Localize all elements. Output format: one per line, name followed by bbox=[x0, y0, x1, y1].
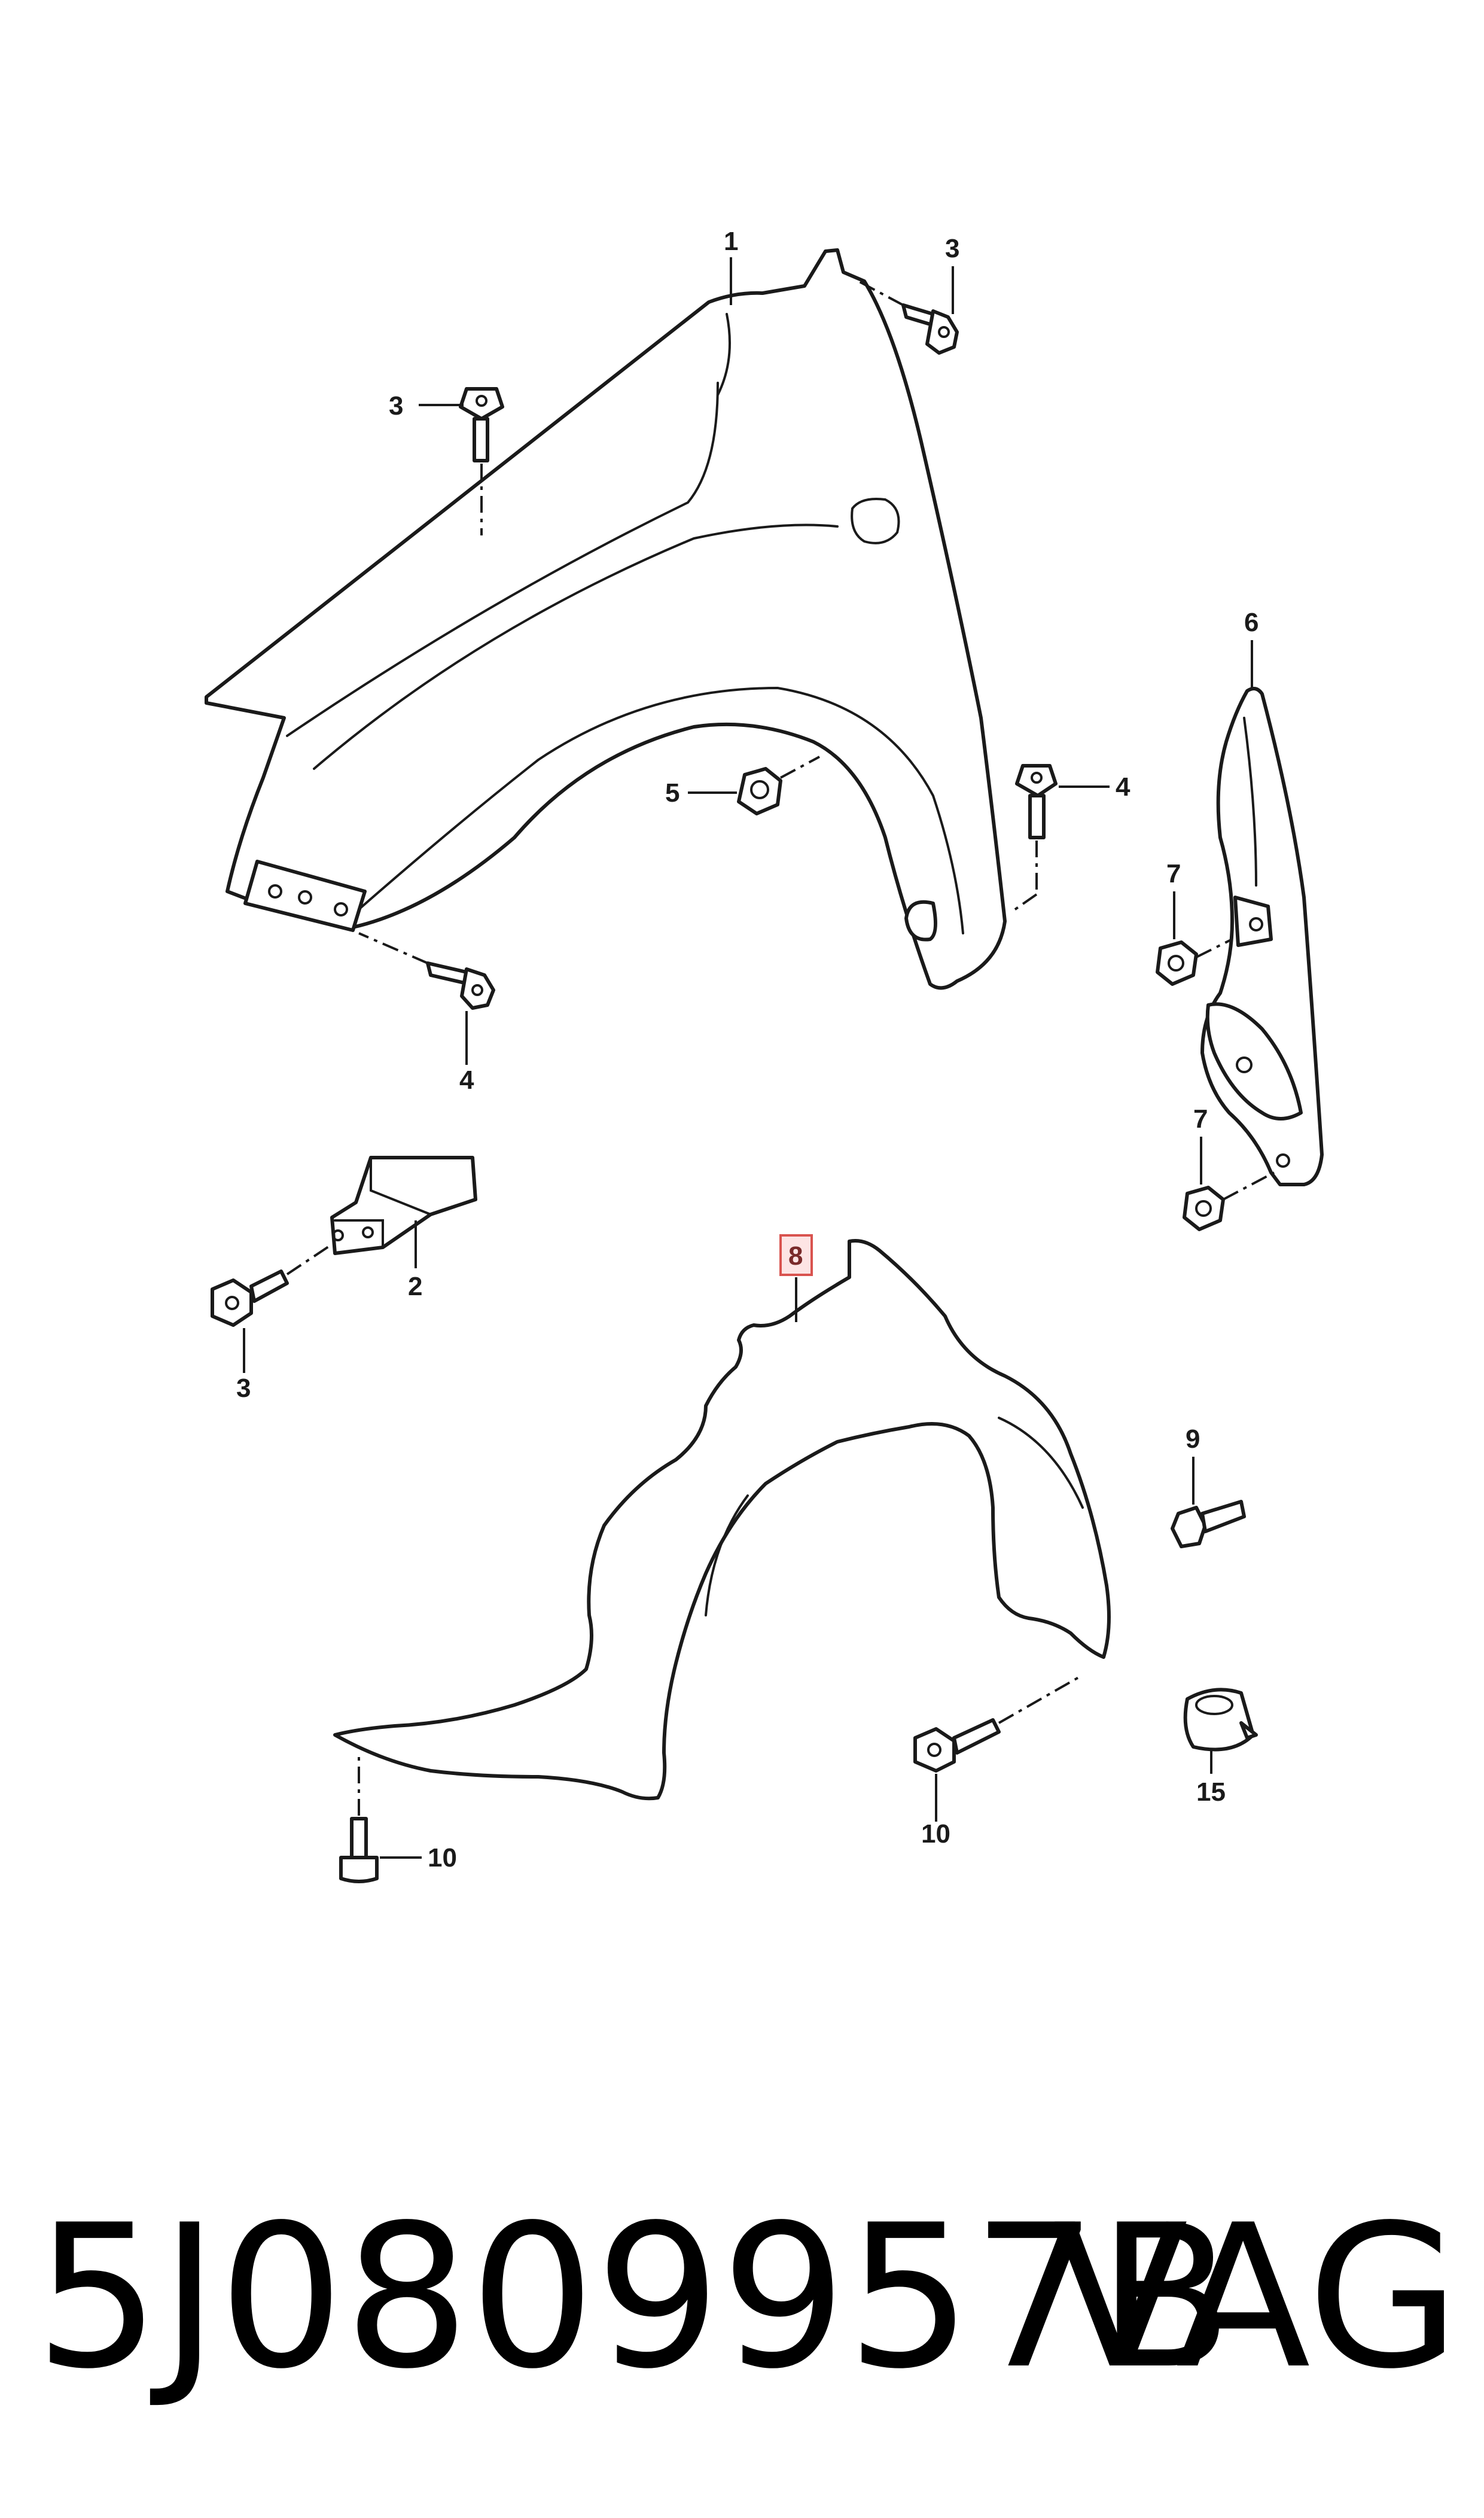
callout-7-lower: 7 bbox=[1193, 1104, 1208, 1134]
nut-7-upper[interactable] bbox=[1156, 940, 1198, 986]
bolt-4-right[interactable] bbox=[1015, 764, 1058, 839]
wheel-arch-liner-8[interactable] bbox=[333, 1239, 1111, 1801]
callout-4-right: 4 bbox=[1116, 772, 1130, 802]
callout-6: 6 bbox=[1244, 608, 1258, 637]
part-number-label: 5J0809957B bbox=[35, 2182, 1233, 2412]
callout-10-left: 10 bbox=[428, 1843, 457, 1872]
brand-label: VAG bbox=[1053, 2182, 1460, 2412]
front-fender[interactable] bbox=[205, 248, 1007, 990]
callout-4-left: 4 bbox=[459, 1065, 474, 1095]
nut-7-lower[interactable] bbox=[1183, 1186, 1225, 1231]
bolt-4-left[interactable] bbox=[426, 961, 495, 1010]
callout-5: 5 bbox=[665, 778, 679, 808]
nut-5[interactable] bbox=[737, 767, 782, 815]
bolt-3-top-left[interactable] bbox=[459, 387, 504, 462]
callout-3-top-right: 3 bbox=[945, 234, 959, 263]
callout-2: 2 bbox=[408, 1272, 422, 1301]
screw-10-middle[interactable] bbox=[913, 1718, 1001, 1773]
callout-8: 8 bbox=[788, 1241, 803, 1271]
callout-3-middle-left: 3 bbox=[236, 1374, 251, 1403]
screw-10-left[interactable] bbox=[339, 1817, 379, 1883]
bracket-2[interactable] bbox=[330, 1156, 477, 1255]
bolt-3-top-right[interactable] bbox=[901, 303, 959, 355]
callout-10-middle: 10 bbox=[921, 1819, 950, 1849]
callout-1: 1 bbox=[724, 227, 738, 256]
clip-15[interactable] bbox=[1183, 1688, 1258, 1752]
callout-3-top-left: 3 bbox=[389, 391, 403, 421]
callout-15: 15 bbox=[1196, 1777, 1226, 1807]
footer: 5J0809957B VAG bbox=[0, 2178, 1484, 2417]
bolt-3-middle-left[interactable] bbox=[211, 1269, 289, 1327]
mud-flap-6[interactable] bbox=[1200, 687, 1324, 1186]
callout-7-upper: 7 bbox=[1166, 859, 1181, 888]
callout-9: 9 bbox=[1186, 1424, 1200, 1454]
screw-9[interactable] bbox=[1171, 1500, 1246, 1548]
callout-8-highlight bbox=[779, 1234, 813, 1276]
